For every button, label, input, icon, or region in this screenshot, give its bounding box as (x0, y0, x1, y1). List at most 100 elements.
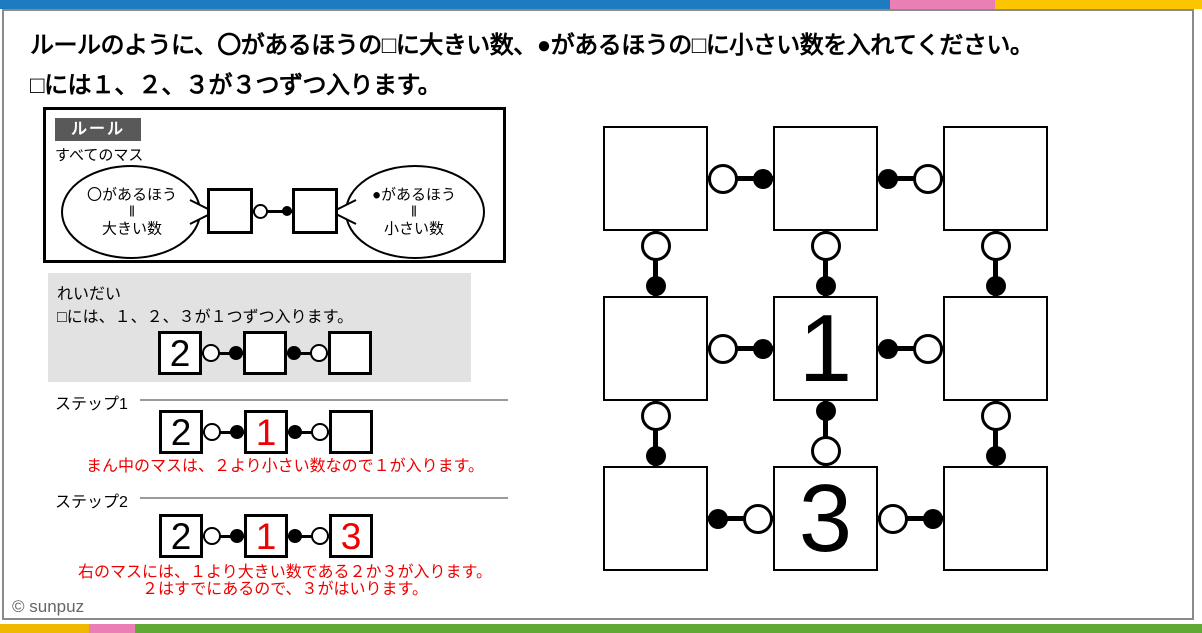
connector-line (878, 346, 943, 351)
connector-line (203, 430, 244, 434)
puzzle-cell-r3c1[interactable] (603, 466, 708, 571)
rule_box-cell-2 (292, 188, 338, 234)
step1-label: ステップ1 (55, 396, 128, 413)
open-circle-icon (640, 231, 671, 261)
connector-line (288, 534, 329, 538)
step2-cell-1: 2 (159, 514, 203, 558)
filled-circle-icon (815, 276, 836, 296)
step1-cell-3 (329, 410, 373, 454)
connector-line (708, 176, 773, 181)
page-border (2, 9, 1194, 620)
copyright-text: © sunpuz (12, 597, 85, 616)
vertical-connector (810, 231, 841, 296)
filled-circle-icon (753, 338, 773, 359)
filled-circle-icon (645, 276, 666, 296)
stripe-segment-yellow (0, 624, 89, 633)
step2-notes: 右のマスには、１より大きい数である２か３が入ります。 ２はすでにあるので、３がは… (45, 564, 525, 598)
filled-circle-icon (878, 168, 898, 189)
instruction-line-1: ルールのように、〇があるほうの□に大きい数、●があるほうの□に小さい数を入れてく… (30, 32, 1034, 59)
horizontal-connector (203, 514, 244, 558)
connector-line (993, 231, 998, 296)
stripe-segment-pink (890, 0, 995, 9)
filled-circle-icon (229, 346, 243, 360)
horizontal-connector (253, 188, 292, 234)
step2-header: ステップ2 (55, 488, 508, 512)
horizontal-connector (287, 331, 328, 375)
filled-circle-icon (985, 446, 1006, 466)
connector-line (653, 231, 658, 296)
puzzle-cell-r3c3[interactable] (943, 466, 1048, 571)
vertical-connector (640, 231, 671, 296)
horizontal-connector (288, 514, 329, 558)
puzzle-cell-r2c1[interactable] (603, 296, 708, 401)
example-description: □には、１、２、３が１つずつ入ります。 (57, 309, 354, 326)
puzzle-cell-r2c3[interactable] (943, 296, 1048, 401)
horizontal-connector (878, 333, 943, 364)
open-circle-icon (640, 401, 671, 431)
example-heading: れいだい (57, 286, 122, 303)
puzzle-cell-r1c2[interactable] (773, 126, 878, 231)
rule-bubble-left-line3: 大きい数 (101, 220, 162, 238)
filled-circle-icon (645, 446, 666, 466)
rule-box: ルール すべてのマス 〇があるほう ‖ 大きい数 ●があるほう ‖ 小さい数 (43, 107, 506, 263)
connector-line (288, 430, 329, 434)
rule-bubble-right-line1: ●があるほう (371, 186, 457, 204)
puzzle-cell-r1c1[interactable] (603, 126, 708, 231)
step1-note: まん中のマスは、２より小さい数なので１が入ります。 (85, 458, 485, 475)
vertical-connector (980, 401, 1011, 466)
horizontal-connector (202, 331, 243, 375)
connector-line (993, 401, 998, 466)
filled-circle-icon (985, 276, 1006, 296)
step2-label: ステップ2 (55, 494, 128, 511)
example-section: れいだい □には、１、２、３が１つずつ入ります。 2 (48, 273, 471, 382)
rule-subtitle: すべてのマス (55, 147, 144, 164)
puzzle-cell-r3c2[interactable]: 3 (773, 466, 878, 571)
vertical-connector (640, 401, 671, 466)
speech-bubble-left-tail-icon (329, 165, 485, 259)
step1-cell-2: 1 (244, 410, 288, 454)
filled-circle-icon (287, 346, 301, 360)
step1-divider (139, 399, 508, 414)
filled-circle-icon (708, 508, 728, 529)
rule-bubble-right-line2: ‖ (410, 203, 418, 221)
top-color-stripe (0, 0, 1202, 9)
filled-circle-icon (288, 529, 302, 543)
connector-line (878, 176, 943, 181)
open-circle-icon (708, 163, 738, 194)
bottom-color-stripe (0, 624, 1202, 633)
connector-line (708, 516, 773, 521)
connector-line (202, 351, 243, 355)
instructions: ルールのように、〇があるほうの□に大きい数、●があるほうの□に小さい数を入れてく… (30, 26, 1034, 106)
open-circle-icon (202, 344, 220, 362)
filled-circle-icon (230, 529, 244, 543)
vertical-connector (810, 401, 841, 466)
connector-line (878, 516, 943, 521)
stripe-segment-pink (89, 624, 135, 633)
speech-bubble-right-tail-icon (61, 165, 217, 259)
horizontal-connector (288, 410, 329, 454)
open-circle-icon (310, 344, 328, 362)
open-circle-icon (810, 231, 841, 261)
step2-cell-2: 1 (244, 514, 288, 558)
step1-header: ステップ1 (55, 390, 508, 414)
open-circle-icon (253, 203, 268, 219)
horizontal-connector (708, 333, 773, 364)
example-cell-3 (328, 331, 372, 375)
stripe-segment-yellow (995, 0, 1202, 9)
open-circle-icon (913, 333, 943, 364)
filled-circle-icon (282, 206, 292, 216)
step2-note-1: 右のマスには、１より大きい数である２か３が入ります。 (78, 564, 492, 581)
connector-line (823, 231, 828, 296)
open-circle-icon (878, 503, 908, 534)
open-circle-icon (203, 423, 221, 441)
rule-bubble-left-line1: 〇があるほう (86, 186, 177, 204)
open-circle-icon (810, 436, 841, 466)
puzzle-cell-r2c2[interactable]: 1 (773, 296, 878, 401)
filled-circle-icon (923, 508, 943, 529)
puzzle-cell-r1c3[interactable] (943, 126, 1048, 231)
filled-circle-icon (288, 425, 302, 439)
